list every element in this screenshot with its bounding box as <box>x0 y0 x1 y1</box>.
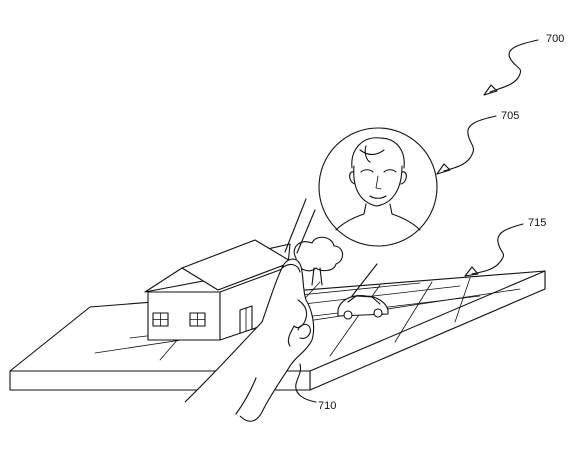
ref-label-705: 705 <box>501 110 520 122</box>
leader-715 <box>464 223 524 277</box>
leader-705 <box>436 115 497 175</box>
hand <box>184 258 315 422</box>
ref-label-715: 715 <box>528 217 547 229</box>
tree-model <box>293 236 344 286</box>
leader-710 <box>295 363 317 403</box>
projection-lines <box>284 198 378 297</box>
ref-label-710: 710 <box>318 400 337 412</box>
ref-label-700: 700 <box>546 33 565 45</box>
leader-700 <box>483 39 539 96</box>
car-model <box>337 295 389 320</box>
face-bubble <box>318 127 438 247</box>
